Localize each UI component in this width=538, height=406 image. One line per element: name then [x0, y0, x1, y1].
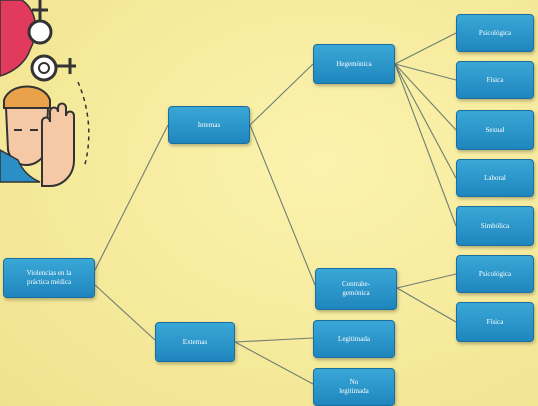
link-externas-no-legitimada [234, 341, 314, 385]
link-root-externas [94, 284, 156, 341]
node-hegemonica: Hegemónica [313, 44, 395, 84]
node-psicologica-2: Psicológica [456, 255, 534, 293]
shirt-shape [0, 149, 41, 183]
node-root: Violencias en la práctica médica [3, 258, 95, 298]
link-externas-legitimada [234, 337, 314, 343]
red-shape [0, 0, 37, 77]
node-legitimada: Legitimada [313, 320, 395, 358]
link-contra-psicologica [396, 273, 457, 289]
stop-hand-icon [41, 102, 75, 187]
link-hegemonica-sexual [394, 63, 457, 131]
link-hegemonica-fisica [394, 63, 457, 81]
node-sexual: Sexual [456, 110, 534, 150]
link-root-internas [94, 124, 169, 271]
illustration [0, 0, 95, 190]
link-internas-contrahegemonica [249, 124, 316, 286]
link-hegemonica-psicologica [394, 32, 457, 65]
node-psicologica-1: Psicológica [456, 14, 534, 52]
node-internas: Internas [168, 106, 250, 144]
node-no-legitimada: No legitimada [313, 368, 395, 406]
node-fisica-1: Física [456, 61, 534, 99]
node-contrahegemonica: Contrahe- gemónica [315, 268, 397, 310]
hair-shape [3, 85, 51, 109]
link-hegemonica-simbolica [394, 63, 457, 227]
node-laboral: Laboral [456, 159, 534, 197]
link-contra-fisica [396, 287, 457, 323]
gender-symbols-and-stop-hand-icon [0, 0, 90, 187]
female-symbol-icon [27, 19, 53, 45]
node-externas: Externas [155, 322, 235, 362]
link-hegemonica-laboral [394, 63, 457, 179]
link-internas-hegemonica [249, 63, 314, 126]
node-simbolica: Simbólica [456, 206, 534, 246]
node-fisica-2: Física [456, 302, 534, 342]
